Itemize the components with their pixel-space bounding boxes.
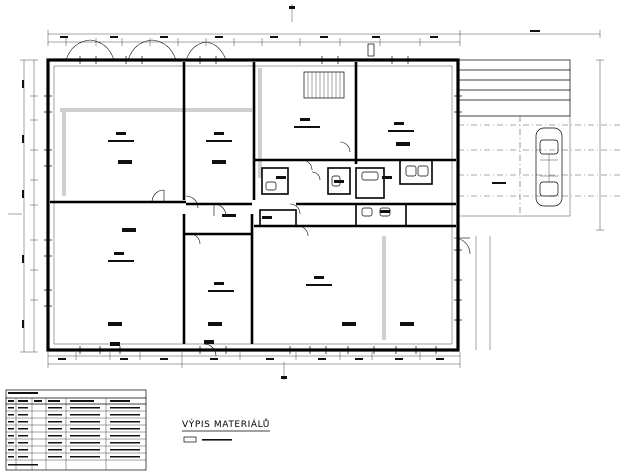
right-dimension-chain: [475, 59, 604, 350]
room-labels: [108, 118, 414, 346]
hatched-bands: [60, 68, 386, 340]
interior-walls: [50, 43, 456, 344]
car-icon: [535, 127, 563, 207]
left-dimension-chain: [8, 59, 38, 353]
interior-door-swings: [151, 141, 471, 357]
bottom-dimension-chain: [47, 352, 461, 380]
top-dimension-chain: [47, 4, 601, 46]
legend-title: VÝPIS MATERIÁLŮ: [182, 418, 270, 430]
carport: [457, 59, 620, 217]
sanitary-fixtures: [265, 165, 429, 217]
north-entrance-doors: [65, 39, 227, 61]
material-legend: VÝPIS MATERIÁLŮ: [182, 418, 270, 443]
material-schedule-table: [5, 389, 147, 471]
legend-swatch: [183, 436, 197, 443]
